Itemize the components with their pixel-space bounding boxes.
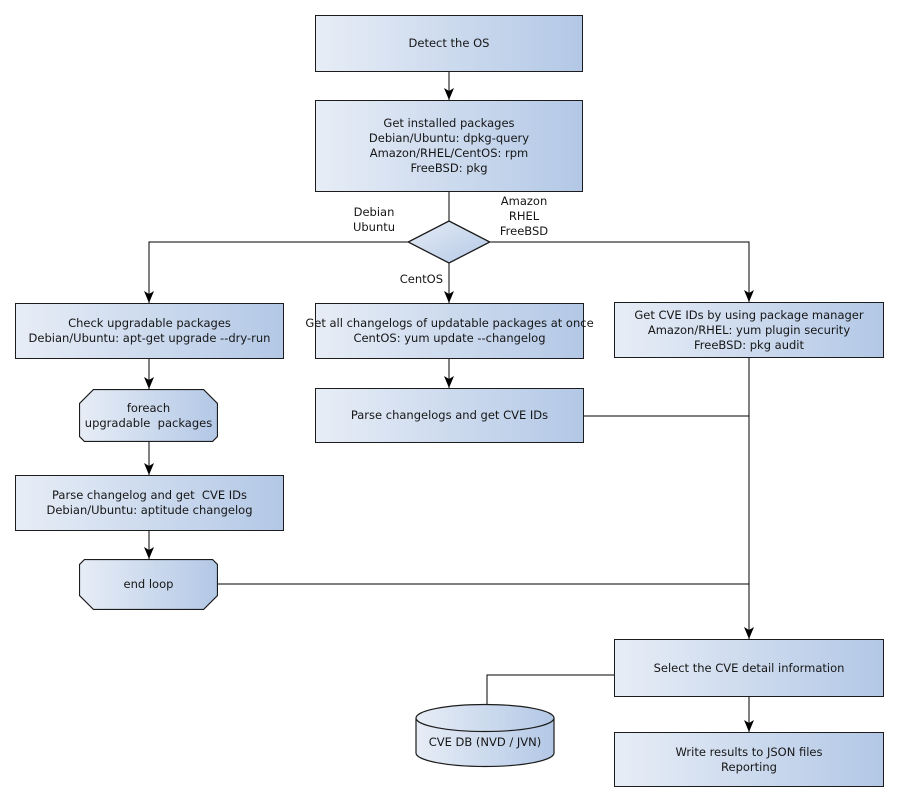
node-parse-changelogs: Parse changelogs and get CVE IDs [315, 388, 584, 443]
node-get-all-changelogs: Get all changelogs of updatable packages… [305, 303, 594, 359]
edge-decision-to-get-cve-ids [489, 241, 754, 302]
edge-decision-to-check-upgradable [144, 241, 409, 303]
node-label: foreach upgradable packages [84, 400, 213, 430]
node-label: end loop [123, 577, 174, 591]
database-cylinder-icon [415, 703, 555, 768]
node-label: CVE DB (NVD / JVN) [428, 735, 542, 749]
node-label: Detect the OS [408, 36, 490, 50]
node-detect-os: Detect the OS [315, 15, 583, 72]
edge-label-debian-ubuntu: Debian Ubuntu [352, 205, 396, 234]
edge-cve-db-to-select [486, 674, 614, 704]
node-os-decision [407, 220, 491, 264]
node-cve-db: CVE DB (NVD / JVN) [415, 703, 555, 769]
node-select-cve-detail: Select the CVE detail information [614, 639, 884, 697]
decision-diamond-icon [407, 220, 491, 264]
node-label: Select the CVE detail information [653, 660, 845, 675]
node-check-upgradable: Check upgradable packages Debian/Ubuntu:… [15, 303, 284, 359]
loop-start-shape-icon [79, 389, 218, 442]
node-end-loop: end loop [79, 559, 218, 610]
edge-label-amazon-rhel-freebsd: Amazon RHEL FreeBSD [499, 194, 549, 238]
node-label: Parse changelogs and get CVE IDs [350, 408, 549, 422]
node-write-results: Write results to JSON files Reporting [614, 732, 884, 787]
node-label: Get installed packages Debian/Ubuntu: dp… [368, 116, 530, 175]
node-label: Write results to JSON files Reporting [675, 744, 823, 774]
loop-end-shape-icon [79, 559, 218, 610]
node-get-cve-ids-package-manager: Get CVE IDs by using package manager Ama… [614, 302, 884, 358]
node-label: Check upgradable packages Debian/Ubuntu:… [28, 316, 271, 345]
node-foreach-loop: foreach upgradable packages [79, 389, 218, 442]
node-label: Parse changelog and get CVE IDs Debian/U… [46, 488, 253, 517]
node-parse-changelog-debian: Parse changelog and get CVE IDs Debian/U… [15, 475, 284, 531]
node-label: Get CVE IDs by using package manager Ama… [634, 307, 864, 352]
node-label: Get all changelogs of updatable packages… [305, 316, 594, 345]
edge-label-centos: CentOS [399, 272, 443, 286]
node-get-installed-packages: Get installed packages Debian/Ubuntu: dp… [315, 100, 583, 192]
